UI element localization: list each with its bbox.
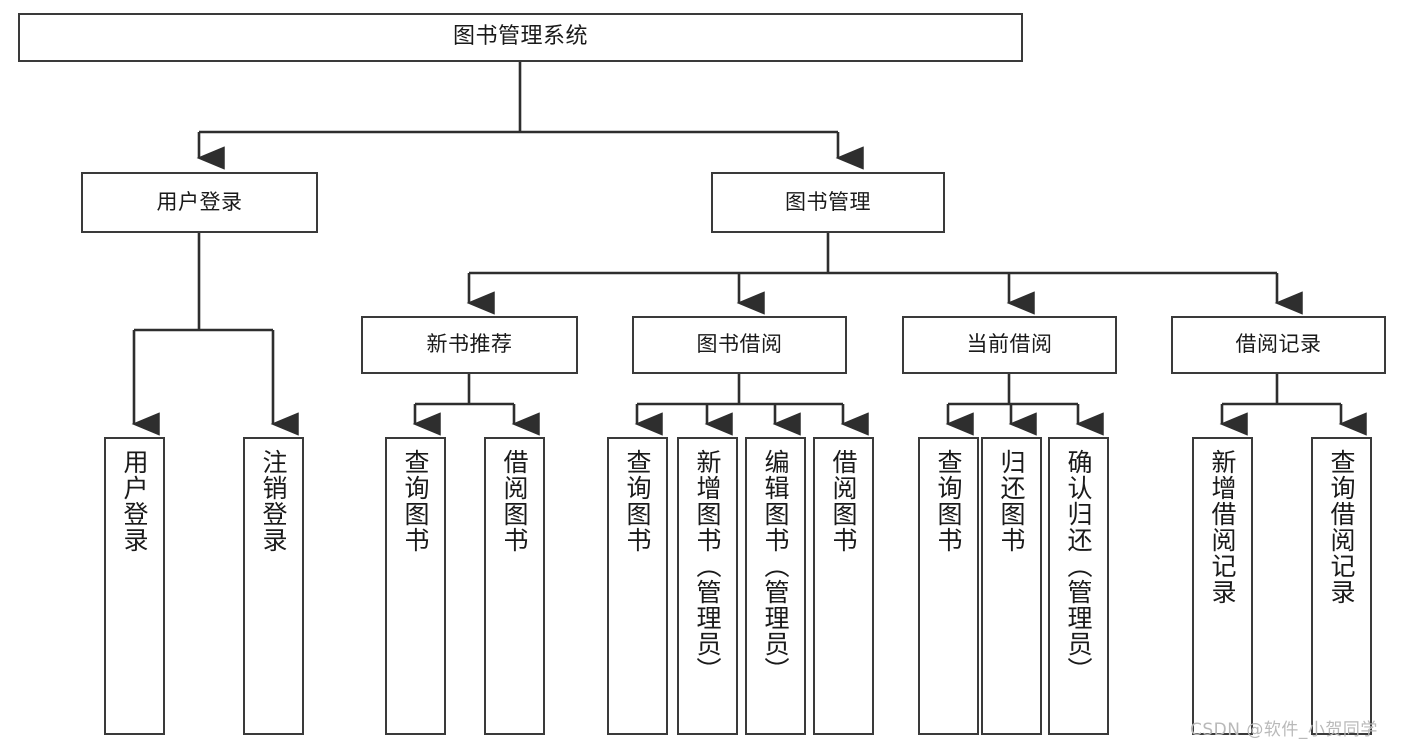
node-new-book-recommend[interactable]: 新书推荐 bbox=[361, 316, 578, 374]
node-user-login[interactable]: 用户登录 bbox=[81, 172, 318, 233]
node-label: 归还图书 bbox=[997, 449, 1026, 553]
node-label: 借阅记录 bbox=[1235, 332, 1322, 357]
node-label: 借阅图书 bbox=[500, 449, 529, 553]
leaf-user-login-signin[interactable]: 用户登录 bbox=[104, 437, 165, 735]
node-label: 查询图书 bbox=[934, 449, 963, 553]
leaf-borrow-borrow-book[interactable]: 借阅图书 bbox=[813, 437, 874, 735]
leaf-new-books-borrow[interactable]: 借阅图书 bbox=[484, 437, 545, 735]
node-label: 查询图书 bbox=[401, 449, 430, 553]
leaf-user-login-signout[interactable]: 注销登录 bbox=[243, 437, 304, 735]
node-book-borrow[interactable]: 图书借阅 bbox=[632, 316, 847, 374]
leaf-current-query-book[interactable]: 查询图书 bbox=[918, 437, 979, 735]
node-current-borrow[interactable]: 当前借阅 bbox=[902, 316, 1117, 374]
node-label: 借阅图书 bbox=[829, 449, 858, 553]
leaf-current-return-book[interactable]: 归还图书 bbox=[981, 437, 1042, 735]
node-label: 图书借阅 bbox=[696, 332, 783, 357]
leaf-borrow-edit-book[interactable]: 编辑图书（管理员） bbox=[745, 437, 806, 735]
node-label: 查询借阅记录 bbox=[1327, 449, 1356, 605]
leaf-new-books-query[interactable]: 查询图书 bbox=[385, 437, 446, 735]
node-root-system[interactable]: 图书管理系统 bbox=[18, 13, 1023, 62]
leaf-records-add-record[interactable]: 新增借阅记录 bbox=[1192, 437, 1253, 735]
node-label: 注销登录 bbox=[259, 449, 288, 553]
node-label: 用户登录 bbox=[156, 189, 243, 214]
node-label: 图书管理 bbox=[785, 189, 871, 214]
leaf-current-confirm-return[interactable]: 确认归还（管理员） bbox=[1048, 437, 1109, 735]
leaf-borrow-query-book[interactable]: 查询图书 bbox=[607, 437, 668, 735]
node-label: 当前借阅 bbox=[966, 332, 1053, 357]
node-label: 新增借阅记录 bbox=[1208, 449, 1237, 605]
node-label: 新增图书（管理员） bbox=[693, 449, 722, 683]
node-borrow-records[interactable]: 借阅记录 bbox=[1171, 316, 1386, 374]
node-label: 编辑图书（管理员） bbox=[761, 449, 790, 683]
leaf-borrow-add-book[interactable]: 新增图书（管理员） bbox=[677, 437, 738, 735]
node-label: 查询图书 bbox=[623, 449, 652, 553]
node-label: 用户登录 bbox=[120, 449, 149, 553]
node-book-management[interactable]: 图书管理 bbox=[711, 172, 945, 233]
node-label: 图书管理系统 bbox=[452, 24, 588, 50]
node-label: 新书推荐 bbox=[426, 332, 513, 357]
node-label: 确认归还（管理员） bbox=[1064, 449, 1093, 683]
leaf-records-query-record[interactable]: 查询借阅记录 bbox=[1311, 437, 1372, 735]
